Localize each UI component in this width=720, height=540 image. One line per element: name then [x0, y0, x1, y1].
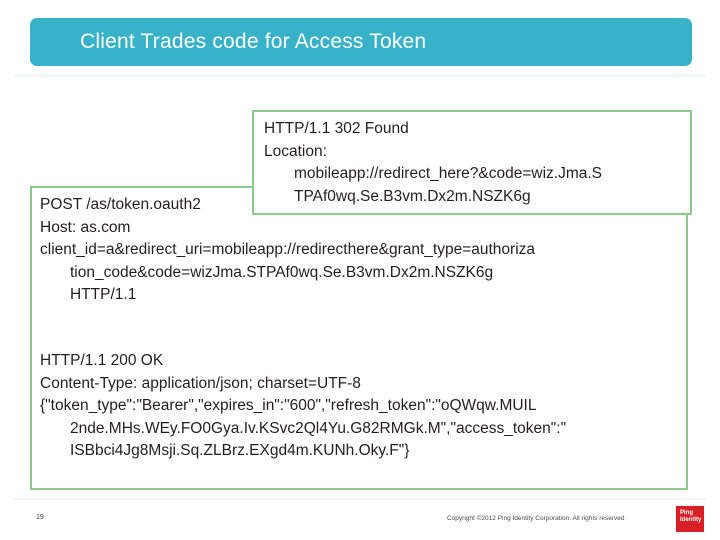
callout-line: TPAf0wq.Se.B3vm.Dx2m.NSZK6g	[294, 187, 531, 205]
response-line: Content-Type: application/json; charset=…	[40, 374, 361, 392]
http-response-block: HTTP/1.1 200 OK Content-Type: applicatio…	[40, 350, 566, 463]
http-request-block: POST /as/token.oauth2 Host: as.com clien…	[40, 194, 535, 307]
slide-title-bar: Client Trades code for Access Token	[30, 18, 692, 66]
response-line: ISBbci4Jg8Msji.Sq.ZLBrz.EXgd4m.KUNh.Oky.…	[70, 442, 410, 459]
callout-line: HTTP/1.1 302 Found	[264, 120, 409, 137]
redirect-callout-box: HTTP/1.1 302 Found Location: mobileapp:/…	[252, 110, 692, 215]
request-line: client_id=a&redirect_uri=mobileapp://red…	[40, 241, 536, 258]
request-line: Host: as.com	[40, 218, 131, 236]
response-line: 2nde.MHs.WEy.FO0Gya.Iv.KSvc2Ql4Yu.G82RMG…	[70, 419, 567, 437]
request-line: HTTP/1.1	[70, 286, 137, 303]
page-title: Client Trades code for Access Token	[80, 30, 427, 53]
logo-line-1: Ping	[680, 510, 693, 516]
callout-line: Location:	[264, 142, 327, 160]
response-line: HTTP/1.1 200 OK	[40, 352, 164, 369]
logo-line-2: Identity	[680, 517, 702, 523]
copyright-notice: Copyright ©2012 Ping Identity Corporatio…	[447, 515, 625, 522]
ping-identity-logo: Ping Identity	[676, 506, 704, 532]
response-line: {"token_type":"Bearer","expires_in":"600…	[40, 397, 537, 414]
http-exchange-box: POST /as/token.oauth2 Host: as.com clien…	[30, 186, 688, 490]
title-divider	[14, 74, 706, 77]
slide-number: 19	[36, 514, 44, 521]
callout-line: mobileapp://redirect_here?&code=wiz.Jma.…	[294, 165, 603, 182]
request-line: POST /as/token.oauth2	[40, 196, 201, 213]
request-line: tion_code&code=wizJma.STPAf0wq.Se.B3vm.D…	[70, 263, 494, 281]
redirect-callout-text: HTTP/1.1 302 Found Location: mobileapp:/…	[264, 118, 602, 208]
footer-divider	[14, 498, 706, 500]
